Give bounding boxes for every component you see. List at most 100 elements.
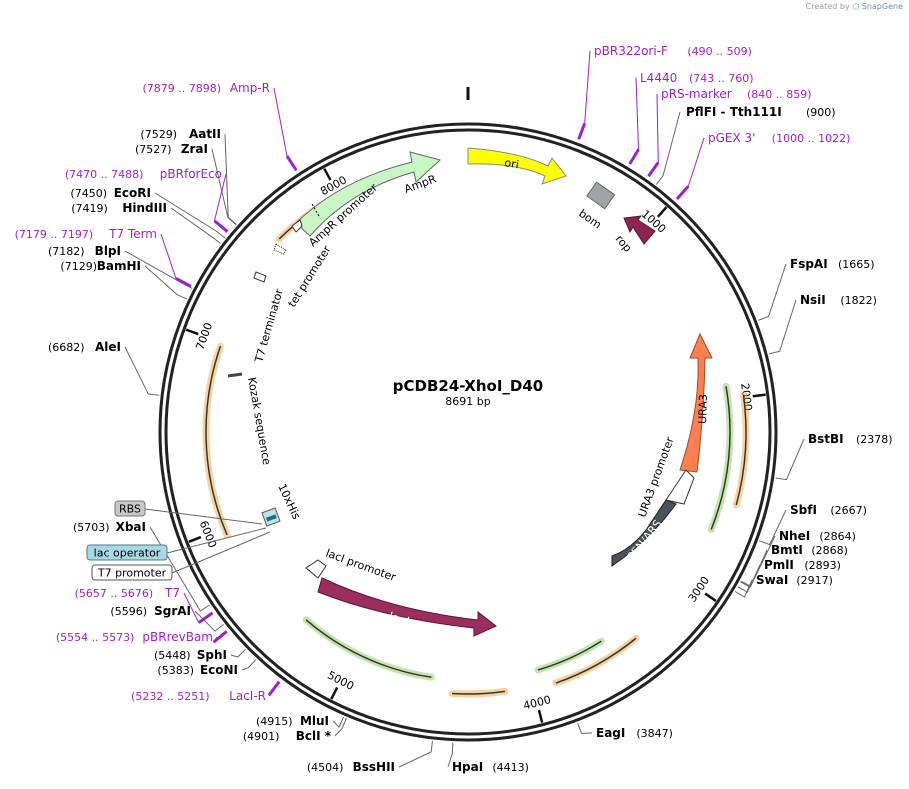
site-coord: (1822) (840, 294, 877, 307)
ura3-arrow (679, 332, 713, 473)
ura3-label: URA3 (696, 394, 710, 424)
site-leader-line (655, 111, 681, 185)
ura3-promoter-arrow (665, 469, 695, 505)
site-name: BamHI (97, 259, 141, 273)
primer-mark (577, 122, 587, 140)
plasmid-size: 8691 bp (445, 395, 490, 408)
primer-mark (197, 611, 214, 624)
primer-coord: (7470 .. 7488) (65, 168, 144, 181)
site-name: FspAI (790, 257, 828, 271)
primer-name: LacI-R (229, 689, 266, 703)
tick-label: 4000 (522, 693, 552, 713)
site-leader-line (224, 133, 237, 225)
primer-leader-line (213, 636, 218, 643)
primer-coord: (5232 .. 5251) (131, 690, 210, 703)
orf-arc-bottom (451, 690, 506, 695)
site-name: BstBI (808, 432, 844, 446)
site-leader-line (154, 192, 226, 239)
site-coord: (2917) (796, 574, 833, 587)
tick-mark (185, 328, 199, 336)
orf-arc-right-inner-halo (707, 382, 734, 533)
tet-promoter-arrow (273, 243, 287, 255)
primer-name: T7 (164, 586, 180, 600)
primer-leader-line (213, 173, 227, 221)
site-coord: (4901) (243, 730, 280, 743)
rop-label: rop (613, 233, 635, 255)
primer-coord: (5657 .. 5676) (75, 587, 154, 600)
box-leader-line (166, 527, 267, 554)
box-leader-line (144, 508, 263, 525)
site-name: EcoRI (114, 186, 151, 200)
site-name: SwaI (756, 573, 788, 587)
feature-box (91, 564, 173, 581)
site-name: SgrAI (154, 604, 191, 618)
primer-mark (285, 155, 298, 172)
tick-label: 3000 (686, 574, 713, 604)
site-name: EcoNI (200, 663, 238, 677)
orf-arc-bottom-green-halo (302, 616, 435, 681)
tick-mark (704, 592, 717, 602)
site-leader-line (194, 610, 224, 632)
ori-arrow (467, 147, 567, 185)
site-name: ZraI (181, 142, 208, 156)
site-coord: (2378) (856, 433, 893, 446)
site-coord: (5596) (110, 605, 147, 618)
credit-brand: SnapGene (861, 2, 903, 11)
tick-mark (323, 168, 332, 181)
site-leader-line (768, 299, 797, 355)
feature-box (114, 500, 146, 517)
laci-promoter-arrow (305, 559, 327, 579)
primer-coord: (5554 .. 5573) (56, 631, 135, 644)
tick-label: 2000 (738, 382, 754, 411)
site-leader-line (737, 564, 761, 593)
primer-mark (647, 161, 660, 178)
primer-name: pGEX 3' (708, 131, 755, 145)
site-name: EagI (596, 726, 625, 740)
his-label: 10xHis (275, 482, 303, 522)
orf-arc-right-inner (710, 386, 731, 530)
site-name: SphI (197, 648, 227, 662)
rop-arrow (623, 215, 656, 245)
site-leader-line (170, 207, 221, 244)
box-leader-line (171, 531, 271, 574)
laci-arrow (317, 577, 497, 637)
orf-arc-right-outer (735, 395, 747, 506)
site-coord: (2893) (804, 559, 841, 572)
site-coord: (7182) (48, 245, 85, 258)
site-leader-line (758, 263, 787, 321)
site-name: SbfI (790, 503, 817, 517)
orf-arc-left (205, 345, 228, 536)
site-coord: (7419) (71, 202, 108, 215)
feature-box-label: T7 promoter (97, 567, 167, 580)
site-name: PflFI - Tth111I (686, 105, 782, 119)
site-leader-line (230, 648, 246, 658)
cenars-label: CEN/ARS (624, 517, 664, 563)
primer-mark (628, 148, 640, 165)
site-name: XbaI (116, 520, 146, 534)
backbone-inner-ring (164, 128, 772, 736)
site-name: AleI (95, 340, 121, 354)
site-leader-line (144, 265, 188, 300)
primer-leader-line (268, 694, 271, 697)
primer-name: L4440 (640, 71, 677, 85)
site-coord: (7450) (70, 187, 107, 200)
site-coord: (4413) (492, 761, 529, 774)
site-coord: (5448) (154, 649, 191, 662)
site-name: NheI (779, 529, 810, 543)
site-coord: (7527) (135, 143, 172, 156)
primer-mark (267, 680, 281, 697)
tick-mark (752, 393, 766, 398)
t7-terminator-arrow (253, 271, 267, 283)
laci-label: lacI (387, 609, 411, 628)
feature-box-label: RBS (119, 503, 141, 516)
primer-leader-line (273, 87, 288, 157)
ampr-promoter-arrow (291, 219, 303, 233)
site-name: AatII (189, 127, 221, 141)
site-name: PmlI (764, 558, 794, 572)
site-name: MluI (300, 714, 329, 728)
cenars-arrow (611, 499, 677, 567)
primer-coord: (1000 .. 1022) (772, 132, 851, 145)
site-name: NsiI (800, 293, 826, 307)
